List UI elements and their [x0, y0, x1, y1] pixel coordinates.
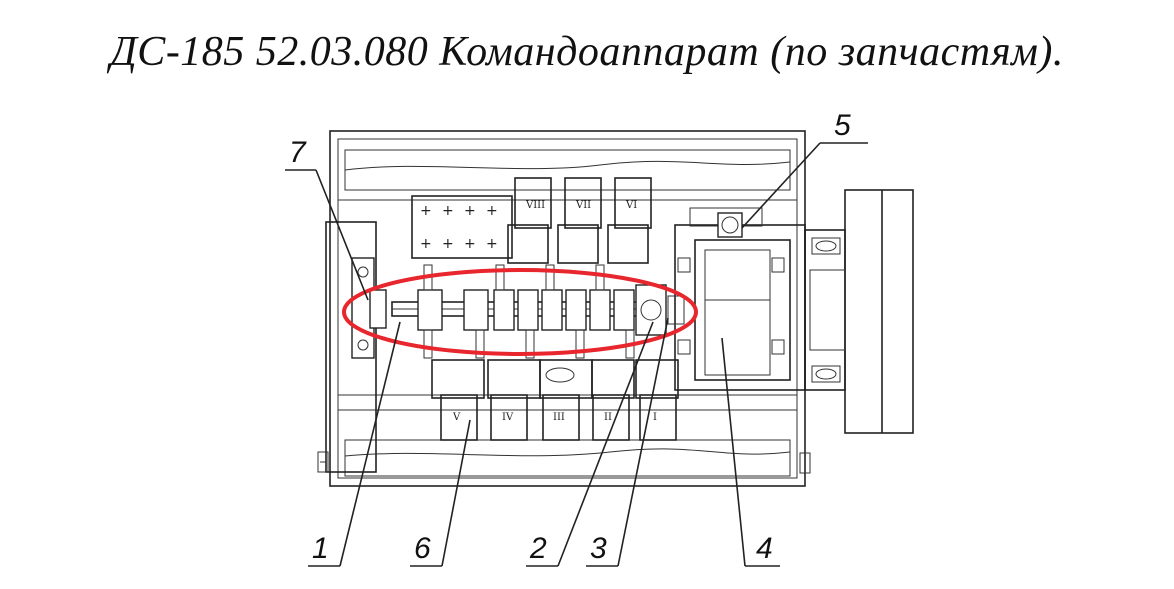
svg-text:+: + [486, 236, 498, 252]
cam-shaft [391, 264, 685, 359]
svg-text:+: + [442, 203, 454, 219]
svg-text:+: + [464, 203, 476, 219]
callout-2: 2 [526, 321, 654, 567]
callout-5: 5 [741, 109, 868, 229]
contact-mark: I [653, 412, 657, 423]
callout-3: 3 [586, 317, 669, 567]
bolt-icon [357, 339, 369, 351]
svg-text:+: + [420, 203, 432, 219]
highlight-ellipse [342, 268, 698, 356]
housing [317, 130, 811, 487]
callout-label: 1 [312, 532, 329, 565]
svg-text:+: + [442, 236, 454, 252]
callout-label: 2 [529, 532, 547, 565]
svg-text:+: + [464, 236, 476, 252]
diagram-title: ДС-185 52.03.080 Командоаппарат (по запч… [110, 29, 1064, 75]
callout-6: 6 [410, 419, 471, 567]
callout-label: 4 [756, 532, 773, 565]
contact-mark: II [604, 412, 612, 423]
callout-label: 5 [834, 109, 851, 142]
svg-text:+: + [486, 203, 498, 219]
callout-label: 6 [414, 532, 431, 565]
callout-4: 4 [721, 337, 780, 567]
callout-label: 7 [289, 136, 307, 169]
contact-mark: III [553, 412, 565, 423]
bolt-icon [357, 266, 369, 278]
contact-mark: IV [502, 412, 514, 423]
callout-7: 7 [285, 136, 369, 301]
contact-mark: V [452, 412, 461, 423]
contact-mark: VII [575, 200, 591, 211]
lower-contact-blocks: V IV III II I [431, 359, 679, 441]
svg-text:+: + [420, 236, 432, 252]
motor-assembly [674, 189, 914, 434]
terminal-block: + + + + + + + + [411, 195, 513, 259]
callout-label: 3 [590, 532, 607, 565]
contact-mark: VIII [525, 200, 545, 211]
callout-1: 1 [308, 321, 401, 567]
contact-mark: VI [625, 200, 637, 211]
upper-contact-blocks: VIII VII VI [507, 177, 652, 264]
